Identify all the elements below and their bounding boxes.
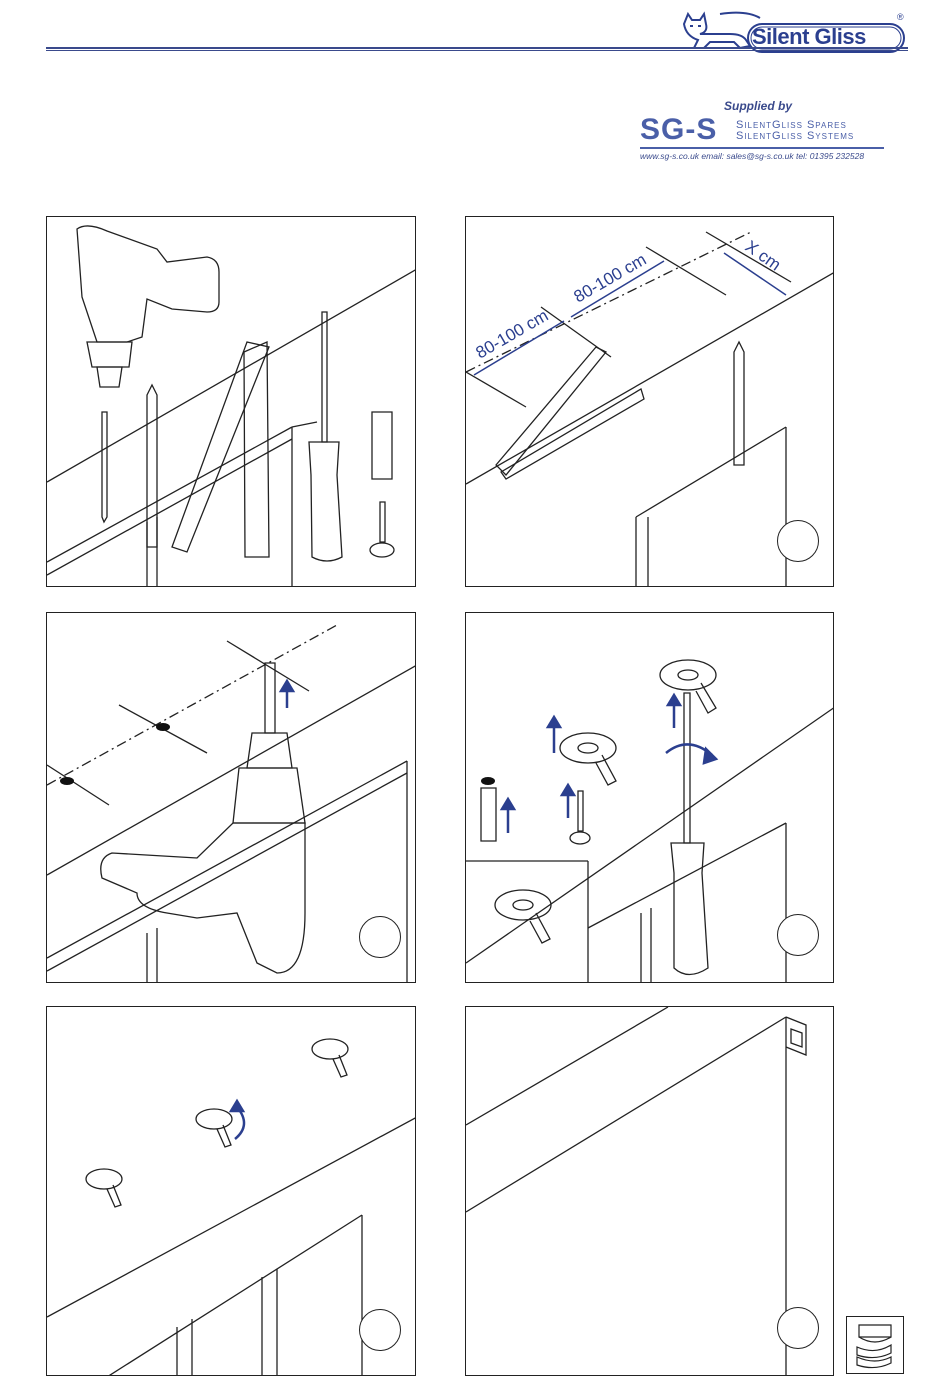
- step-panel-3: [46, 612, 416, 983]
- step-panel-1: [46, 216, 416, 587]
- step-number-circle: [777, 520, 819, 562]
- sgs-line2: SilentGliss Systems: [736, 131, 854, 142]
- measure-label-2: 80-100 cm: [571, 250, 650, 307]
- step-panel-6: [465, 1006, 834, 1376]
- supplied-by: Supplied by: [724, 99, 792, 113]
- step-panel-2: 80-100 cm 80-100 cm X cm: [465, 216, 834, 587]
- step-number-circle: [359, 916, 401, 958]
- tools-illustration: [47, 217, 416, 587]
- roman-blind-thumbnail: [846, 1316, 904, 1374]
- header-rule: [46, 47, 908, 51]
- drill-hole-mark: [60, 777, 74, 785]
- measure-label-1: 80-100 cm: [473, 306, 552, 363]
- roman-blind-icon: [847, 1317, 903, 1373]
- registered-mark: ®: [897, 12, 904, 22]
- sgs-contact: www.sg-s.co.uk email: sales@sg-s.co.uk t…: [640, 151, 864, 161]
- sgs-logo: SG-S: [640, 113, 717, 147]
- drill-hole-mark: [156, 723, 170, 731]
- step-number-circle: [777, 914, 819, 956]
- sgs-names: SilentGliss Spares SilentGliss Systems: [736, 120, 854, 142]
- step-panel-4: [465, 612, 834, 983]
- step-number-circle: [777, 1307, 819, 1349]
- sgs-rule: [640, 147, 884, 149]
- step-panel-5: [46, 1006, 416, 1376]
- step-number-circle: [359, 1309, 401, 1351]
